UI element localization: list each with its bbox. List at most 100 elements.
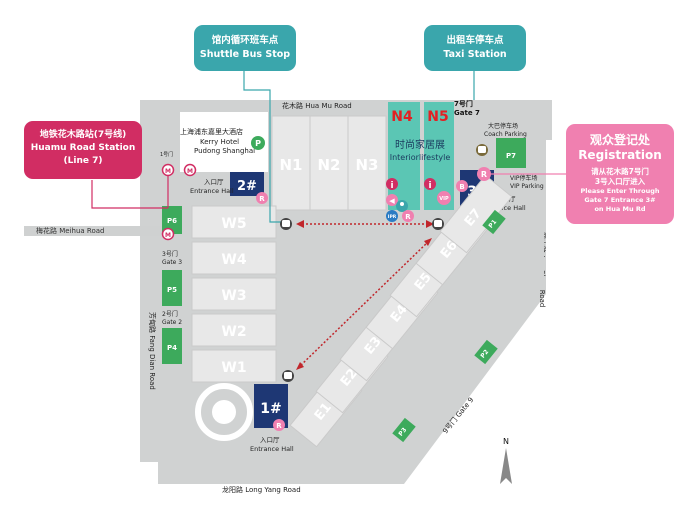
info-icon-1-label: i xyxy=(390,181,393,191)
info-icon-1[interactable] xyxy=(386,178,398,190)
info-icon-2-label: i xyxy=(428,181,431,191)
left-strip xyxy=(140,234,158,462)
registration-marker-2[interactable] xyxy=(256,192,268,204)
registration-note-en1: Please Enter Through xyxy=(580,187,660,195)
metro-glyph-1: M xyxy=(165,168,171,175)
people-glyph xyxy=(400,202,404,206)
hotel-cn: 上海浦东嘉里大酒店 xyxy=(180,127,243,136)
road-longyang: 龙阳路 Long Yang Road xyxy=(222,485,301,494)
parking-p3[interactable] xyxy=(392,417,416,443)
metro-en1: Huamu Road Station xyxy=(30,143,136,153)
hall-n2-label: N2 xyxy=(318,156,341,174)
compass-label: N xyxy=(503,437,509,446)
ipr-icon[interactable] xyxy=(386,210,398,222)
shuttle-connector xyxy=(243,70,284,223)
east-strip xyxy=(530,140,544,290)
metro-en2: (Line 7) xyxy=(63,156,103,166)
west-halls: W5 W4 W3 W2 W1 xyxy=(191,205,277,383)
metro-glyph-3: M xyxy=(165,232,171,239)
registration-note-en3: on Hua Mu Rd xyxy=(594,205,646,213)
registration-note-cn1: 请从花木路7号门 xyxy=(591,167,649,176)
hall-n5-label: N5 xyxy=(427,109,448,125)
taxi-station-callout: 出租车停车点 Taxi Station xyxy=(424,25,526,71)
hall-w1-label: W1 xyxy=(221,360,246,376)
gate2-en: Gate 2 xyxy=(162,319,182,326)
bus-icon-3-glyph xyxy=(284,372,292,379)
hall-n4-label: N4 xyxy=(391,109,413,125)
roundabout-center xyxy=(212,400,236,424)
parking-hotel-icon xyxy=(251,136,265,150)
gate7-en: Gate 7 xyxy=(454,109,480,117)
hall-n3-label: N3 xyxy=(356,156,379,174)
hall-w4-label: W4 xyxy=(221,252,246,268)
gate7-cn: 7号门 xyxy=(454,99,473,108)
registration-marker-3[interactable] xyxy=(477,167,491,181)
hall-w2-label: W2 xyxy=(221,324,246,340)
hall-n4[interactable] xyxy=(388,102,420,210)
hall-w1[interactable] xyxy=(191,349,277,383)
registration-cn: 观众登记处 xyxy=(589,133,650,147)
entrance-2-cn: 入口厅 xyxy=(204,178,224,186)
east-halls: E1 E2 E3 E4 E5 E6 E7 xyxy=(289,174,513,448)
lifestyle-en: Interiorlifestyle xyxy=(390,153,451,162)
registration-marker-2-label: R xyxy=(259,195,265,203)
registration-marker-3-label: R xyxy=(481,170,487,179)
parking-p3-label: P3 xyxy=(397,427,408,438)
entrance-1-label: 1# xyxy=(260,401,281,417)
shuttle-arrow-east xyxy=(426,220,434,228)
registration-marker-n-label: R xyxy=(405,213,411,221)
road-fangdian: 芳甸路 Fang Dian Road xyxy=(148,312,157,390)
parking-p7[interactable] xyxy=(496,138,526,168)
vip-en: VIP Parking xyxy=(510,183,544,190)
metro-glyph-2: M xyxy=(187,168,193,175)
hall-w3[interactable] xyxy=(191,277,277,311)
parking-p5[interactable] xyxy=(162,270,182,306)
shuttle-en: Shuttle Bus Stop xyxy=(199,49,291,60)
hall-n3[interactable] xyxy=(347,115,387,211)
bank-icon[interactable] xyxy=(456,180,468,192)
bus-icon-2-glyph xyxy=(434,220,442,227)
parking-p6-label: P6 xyxy=(167,217,177,225)
hall-w4[interactable] xyxy=(191,241,277,275)
metro-station-callout: 地铁花木路站(7号线) Huamu Road Station (Line 7) xyxy=(24,121,142,179)
hall-n5[interactable] xyxy=(424,102,454,210)
ipr-icon-label: IPR xyxy=(388,214,397,220)
parking-p1[interactable] xyxy=(482,209,506,235)
registration-marker-n[interactable] xyxy=(402,210,414,222)
shuttle-route-diagonal xyxy=(297,239,431,369)
north-halls: N1 N2 N3 xyxy=(271,115,387,211)
road-huamu: 花木路 Hua Mu Road xyxy=(282,101,352,110)
hall-n1-label: N1 xyxy=(280,156,303,174)
gate3-en: Gate 3 xyxy=(162,259,182,266)
parking-p2[interactable] xyxy=(474,339,498,365)
metro-icon-3 xyxy=(161,227,175,241)
parking-p6[interactable] xyxy=(162,206,182,234)
parking-p4[interactable] xyxy=(162,328,182,364)
hall-w2[interactable] xyxy=(191,313,277,347)
vip-icon[interactable] xyxy=(437,191,451,205)
taxi-en: Taxi Station xyxy=(443,49,507,60)
metro-cn: 地铁花木路站(7号线) xyxy=(39,130,127,140)
gate2-cn: 2号门 xyxy=(162,310,178,318)
parking-p4-label: P4 xyxy=(167,344,177,352)
shuttle-arrow-sw xyxy=(296,362,304,370)
metro-icon-1 xyxy=(161,163,175,177)
shuttle-bus-stop-callout: 馆内循环班车点 Shuttle Bus Stop xyxy=(194,25,296,71)
entrance-2-label: 2# xyxy=(237,179,257,194)
vip-cn: VIP停车场 xyxy=(510,174,538,182)
bus-icon-coach-glyph xyxy=(478,146,486,153)
gate1-cn: 1号门 xyxy=(160,151,173,158)
coach-en: Coach Parking xyxy=(484,131,527,138)
coach-cn: 大巴停车场 xyxy=(488,122,518,130)
vip-icon-label: VIP xyxy=(439,196,449,202)
hall-n2[interactable] xyxy=(309,115,349,211)
bank-icon-label: B xyxy=(459,183,464,191)
registration-marker-1[interactable] xyxy=(273,419,285,431)
parking-hotel-label: P xyxy=(255,139,261,148)
entrance-2[interactable] xyxy=(230,172,264,196)
info-icon-2[interactable] xyxy=(424,178,436,190)
entrance-1-cn: 入口厅 xyxy=(260,436,280,444)
hall-w5-label: W5 xyxy=(221,216,246,232)
shuttle-cn: 馆内循环班车点 xyxy=(211,35,279,46)
